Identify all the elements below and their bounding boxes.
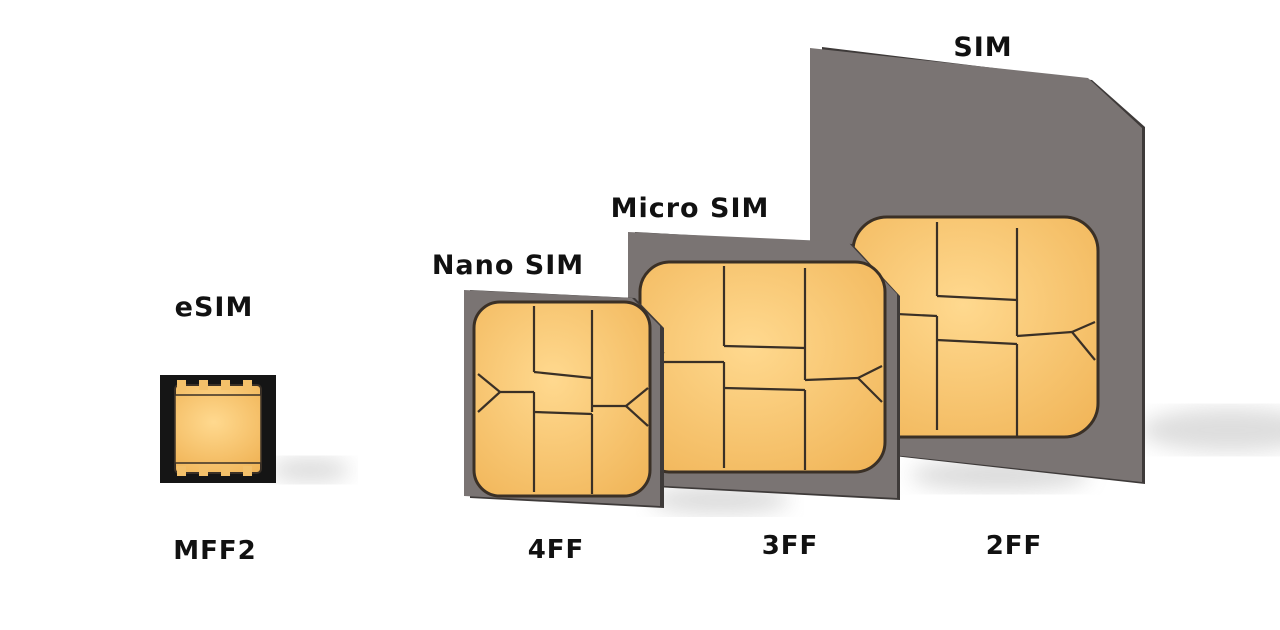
esim-form-factor-label: MFF2 (173, 536, 257, 566)
micro-sim-name-label: Micro SIM (610, 193, 770, 224)
sim-card-2ff (810, 47, 1145, 484)
sim-4ff-contact-lines (477, 306, 649, 494)
micro-sim-form-factor-label: 3FF (761, 531, 819, 561)
sim-form-factor-label: 2FF (985, 531, 1043, 561)
nano-sim-form-factor-label: 4FF (527, 535, 585, 565)
sim-name-label: SIM (953, 32, 1013, 63)
esim-pins-bottom (177, 466, 252, 476)
nano-sim-name-label: Nano SIM (431, 250, 585, 281)
esim-chip (160, 375, 276, 483)
sim-card-3ff (628, 232, 900, 500)
esim-pins-top (177, 380, 252, 390)
esim-name-label: eSIM (174, 292, 254, 323)
sim-card-4ff (464, 290, 664, 508)
sim-3ff-contact-lines (643, 266, 883, 470)
